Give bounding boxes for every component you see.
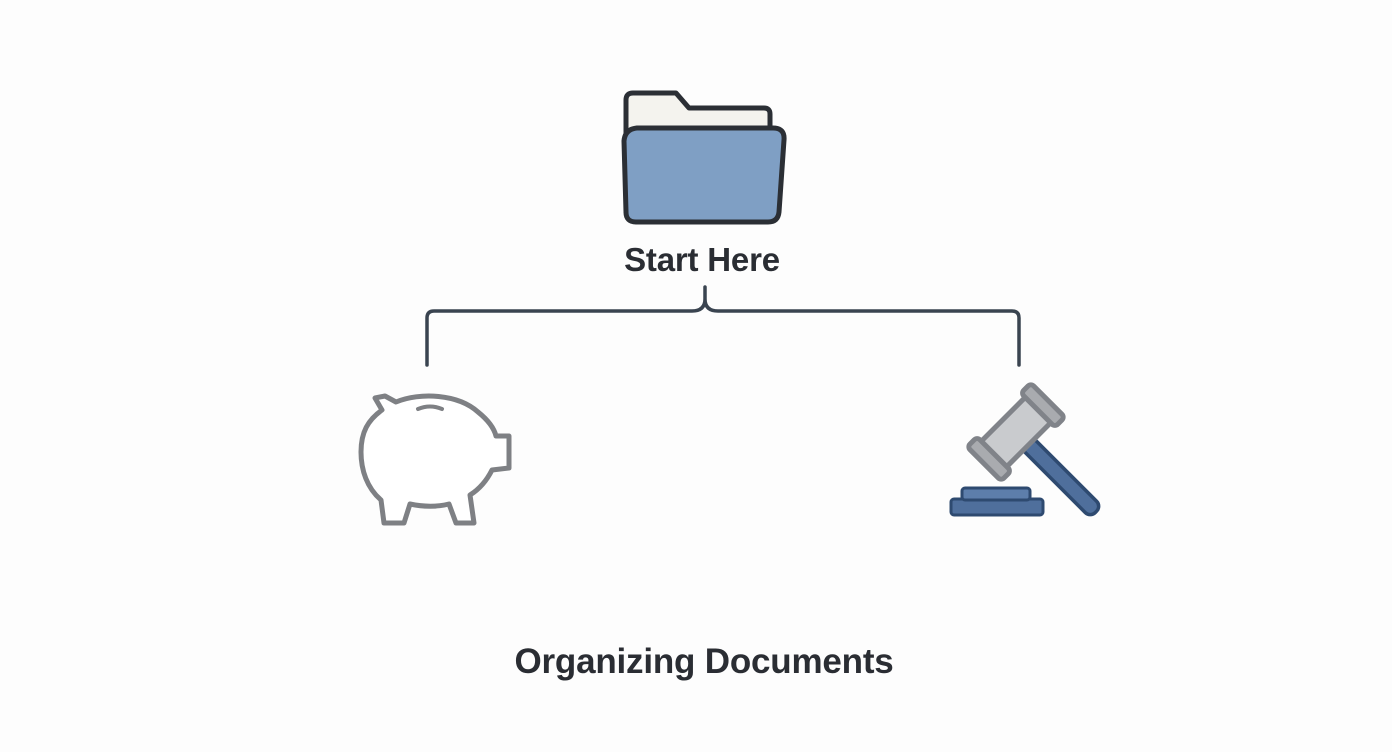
- start-here-label: Start Here: [624, 241, 780, 278]
- piggy-bank-icon: [358, 393, 512, 526]
- gavel-base-top: [960, 486, 1032, 502]
- gavel-icon: [949, 382, 1101, 517]
- gavel-cap-right: [1020, 382, 1066, 428]
- gavel-cap-left: [966, 436, 1012, 482]
- gavel-head-group: [966, 382, 1101, 517]
- diagram-caption: Organizing Documents: [514, 642, 894, 681]
- folder-icon: [621, 90, 787, 225]
- piggy-body: [358, 393, 512, 526]
- branch-connector: [425, 285, 1021, 367]
- folder-front: [621, 125, 787, 225]
- piggy-slot: [416, 404, 444, 411]
